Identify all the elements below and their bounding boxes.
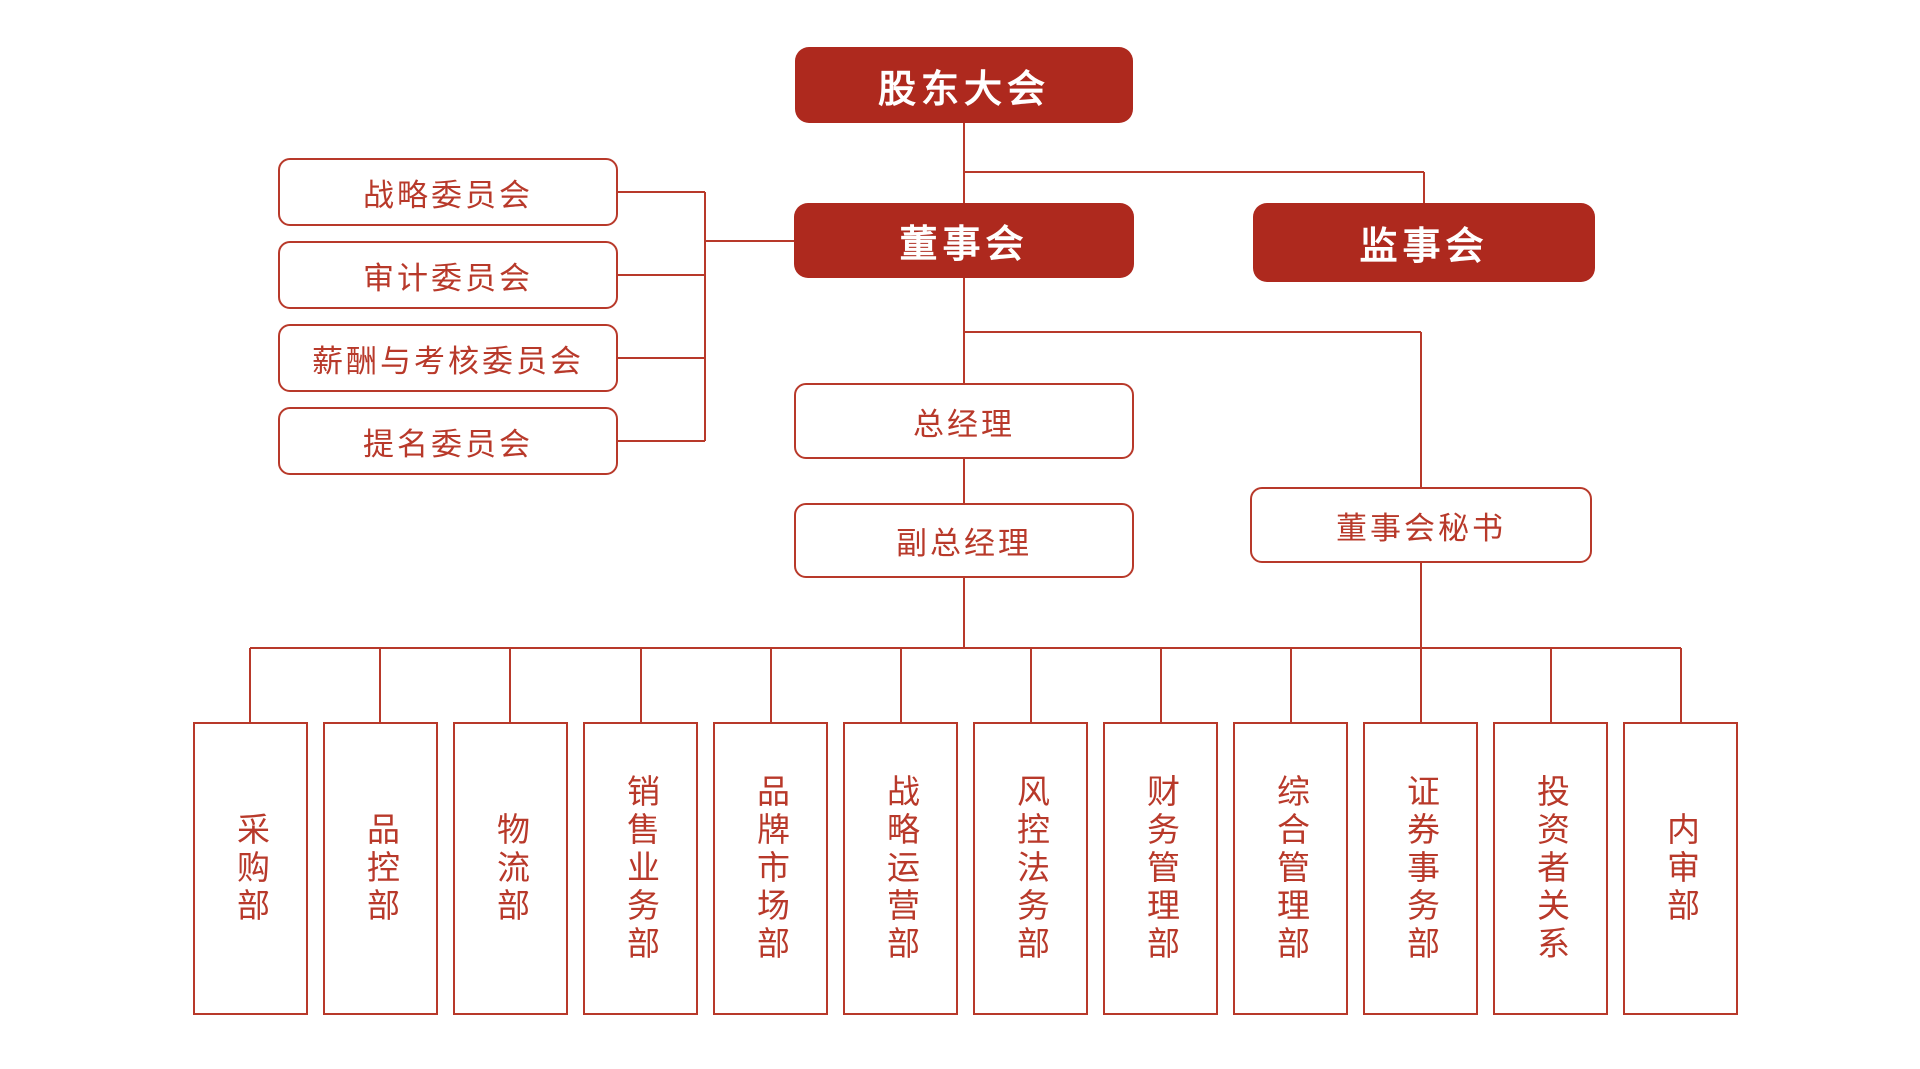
node-label: 风控法务部	[1012, 773, 1050, 964]
node-dept-sales-business: 销售业务部	[583, 722, 698, 1015]
node-label: 监事会	[1359, 226, 1489, 268]
node-dept-risk-legal: 风控法务部	[973, 722, 1088, 1015]
node-dept-strategy-operations: 战略运营部	[843, 722, 958, 1015]
node-label: 董事会秘书	[1336, 510, 1506, 546]
node-label: 销售业务部	[622, 773, 660, 964]
node-supervisory-board: 监事会	[1253, 203, 1595, 282]
node-dept-brand-marketing: 品牌市场部	[713, 722, 828, 1015]
node-label: 财务管理部	[1142, 773, 1180, 964]
node-dept-internal-audit: 内审部	[1623, 722, 1738, 1015]
node-general-manager: 总经理	[794, 383, 1134, 459]
node-committee-nomination: 提名委员会	[278, 407, 618, 475]
node-label: 采购部	[232, 811, 270, 926]
node-label: 物流部	[492, 811, 530, 926]
node-label: 战略运营部	[882, 773, 920, 964]
node-board-secretary: 董事会秘书	[1250, 487, 1592, 563]
node-dept-quality-control: 品控部	[323, 722, 438, 1015]
node-dept-logistics: 物流部	[453, 722, 568, 1015]
node-label: 战略委员会	[363, 177, 533, 213]
node-label: 股东大会	[877, 68, 1050, 111]
node-dept-investor-relations: 投资者关系	[1493, 722, 1608, 1015]
node-label: 薪酬与考核委员会	[312, 343, 584, 379]
node-committee-strategy: 战略委员会	[278, 158, 618, 226]
node-dept-procurement: 采购部	[193, 722, 308, 1015]
node-board-of-directors: 董事会	[794, 203, 1134, 278]
node-dept-securities-affairs: 证券事务部	[1363, 722, 1478, 1015]
node-dept-general-management: 综合管理部	[1233, 722, 1348, 1015]
node-label: 品牌市场部	[752, 773, 790, 964]
node-label: 董事会	[899, 224, 1029, 266]
node-label: 品控部	[362, 811, 400, 926]
node-label: 综合管理部	[1272, 773, 1310, 964]
node-committee-audit: 审计委员会	[278, 241, 618, 309]
node-label: 投资者关系	[1532, 773, 1570, 964]
node-dept-finance-management: 财务管理部	[1103, 722, 1218, 1015]
node-label: 审计委员会	[363, 260, 533, 296]
node-deputy-general-manager: 副总经理	[794, 503, 1134, 578]
node-shareholders-meeting: 股东大会	[795, 47, 1133, 123]
node-label: 副总经理	[896, 526, 1032, 561]
node-label: 总经理	[913, 406, 1015, 442]
node-label: 证券事务部	[1402, 773, 1440, 964]
node-label: 内审部	[1662, 811, 1700, 926]
node-committee-remuneration-assessment: 薪酬与考核委员会	[278, 324, 618, 392]
node-label: 提名委员会	[363, 426, 533, 462]
